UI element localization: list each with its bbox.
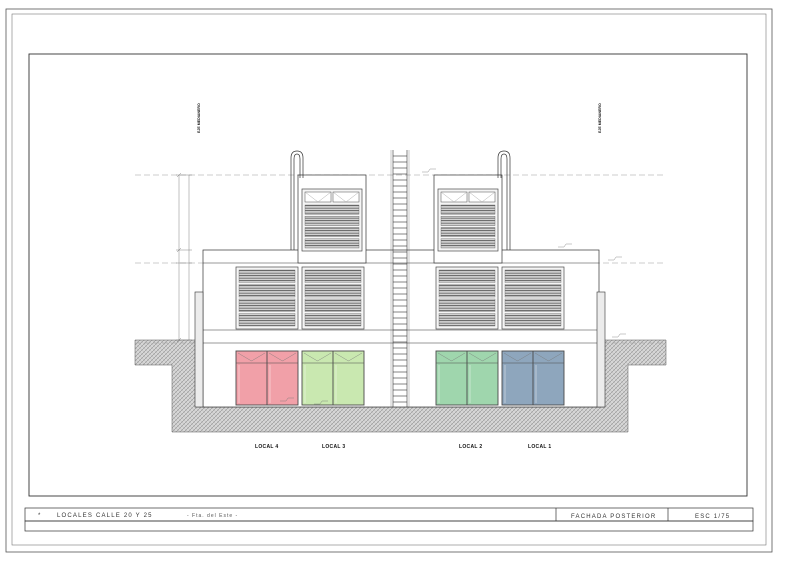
dimension-vertical-left bbox=[176, 172, 192, 343]
drawing-frame bbox=[28, 53, 748, 497]
louver-panel bbox=[437, 188, 499, 252]
sheet-title: FACHADA POSTERIOR bbox=[571, 514, 656, 520]
louver-panels bbox=[235, 188, 565, 330]
project-location: - Fta. del Este - bbox=[187, 513, 238, 519]
project-name: LOCALES CALLE 20 Y 25 bbox=[57, 513, 153, 519]
central-stair bbox=[390, 150, 410, 407]
drawing-scale: ESC 1/75 bbox=[695, 514, 730, 520]
louver-panel bbox=[235, 266, 299, 330]
storefront-local-1 bbox=[501, 350, 565, 406]
property-line-right-label: EJE MEDIANERO bbox=[598, 103, 602, 133]
unit-label-local-3: LOCAL 3 bbox=[322, 444, 345, 450]
title-mark: * bbox=[38, 513, 42, 519]
outer-border bbox=[5, 8, 773, 553]
louver-panel bbox=[435, 266, 499, 330]
storefront-local-3 bbox=[301, 350, 365, 406]
level-markers bbox=[280, 168, 626, 405]
unit-label-local-1: LOCAL 1 bbox=[528, 444, 551, 450]
louver-panel bbox=[301, 188, 363, 252]
unit-label-local-4: LOCAL 4 bbox=[255, 444, 278, 450]
title-block: * LOCALES CALLE 20 Y 25 - Fta. del Este … bbox=[24, 507, 754, 532]
storefront-local-2 bbox=[435, 350, 499, 406]
vent-pipes bbox=[290, 150, 511, 250]
louver-panel bbox=[501, 266, 565, 330]
storefronts bbox=[235, 350, 565, 406]
side-walls bbox=[194, 291, 606, 408]
storefront-local-4 bbox=[235, 350, 299, 406]
louver-panel bbox=[301, 266, 365, 330]
unit-label-local-2: LOCAL 2 bbox=[459, 444, 482, 450]
property-line-left-label: EJE MEDIANERO bbox=[197, 103, 201, 133]
inner-border bbox=[11, 13, 767, 546]
